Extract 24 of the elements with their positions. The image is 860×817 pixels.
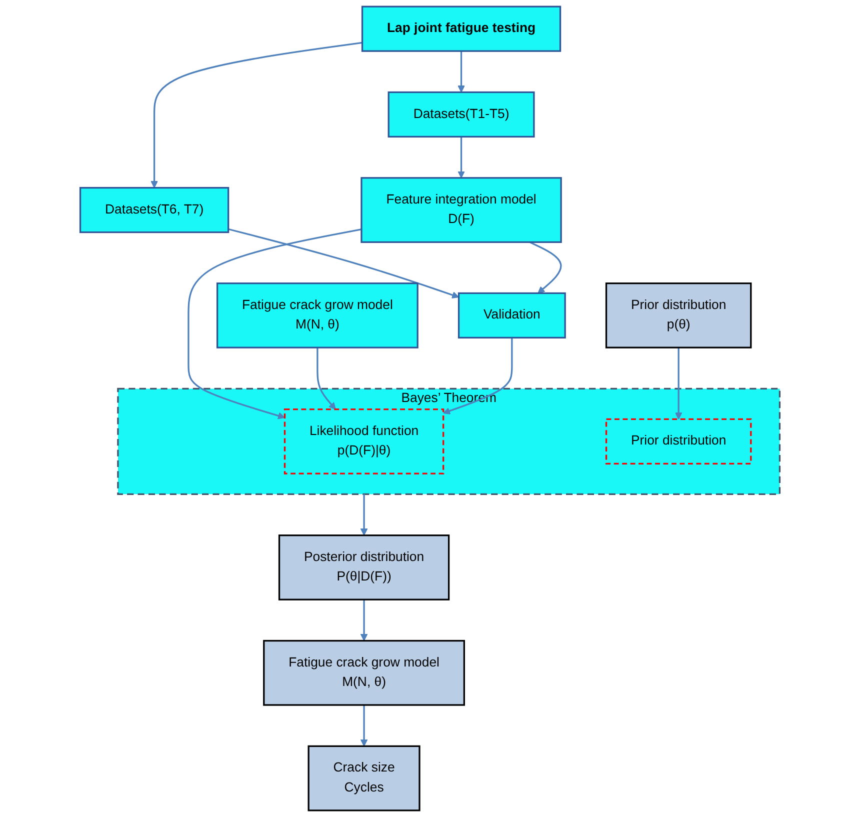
node-box: Prior distribution p(θ) (605, 282, 752, 348)
node-box: Feature integration model D(F) (360, 177, 562, 243)
arrow (360, 705, 368, 746)
arrow (188, 228, 362, 420)
arrow (529, 241, 562, 294)
arrow (443, 338, 513, 414)
node-box: Datasets(T6, T7) (79, 186, 230, 234)
node-box: Lap joint fatigue testing (361, 6, 562, 52)
arrow (360, 600, 368, 642)
arrow (674, 348, 682, 420)
node-box: Prior distribution (605, 418, 752, 464)
arrow (458, 51, 465, 93)
node-box: Posterior distribution P(θ|D(F)) (278, 534, 450, 600)
node-box: Fatigue crack grow model M(N, θ) (263, 640, 465, 706)
node-box: Likelihood function p(D(F)|θ) (284, 408, 444, 474)
arrow (150, 42, 362, 188)
arrow (458, 136, 465, 178)
arrow (228, 228, 460, 298)
arrow (360, 494, 368, 536)
node-box: Crack size Cycles (308, 745, 420, 812)
node-box: Fatigue crack grow model M(N, θ) (216, 282, 418, 348)
node-box: Validation (458, 292, 566, 338)
arrow (316, 348, 336, 410)
node-box: Datasets(T1-T5) (388, 91, 535, 138)
